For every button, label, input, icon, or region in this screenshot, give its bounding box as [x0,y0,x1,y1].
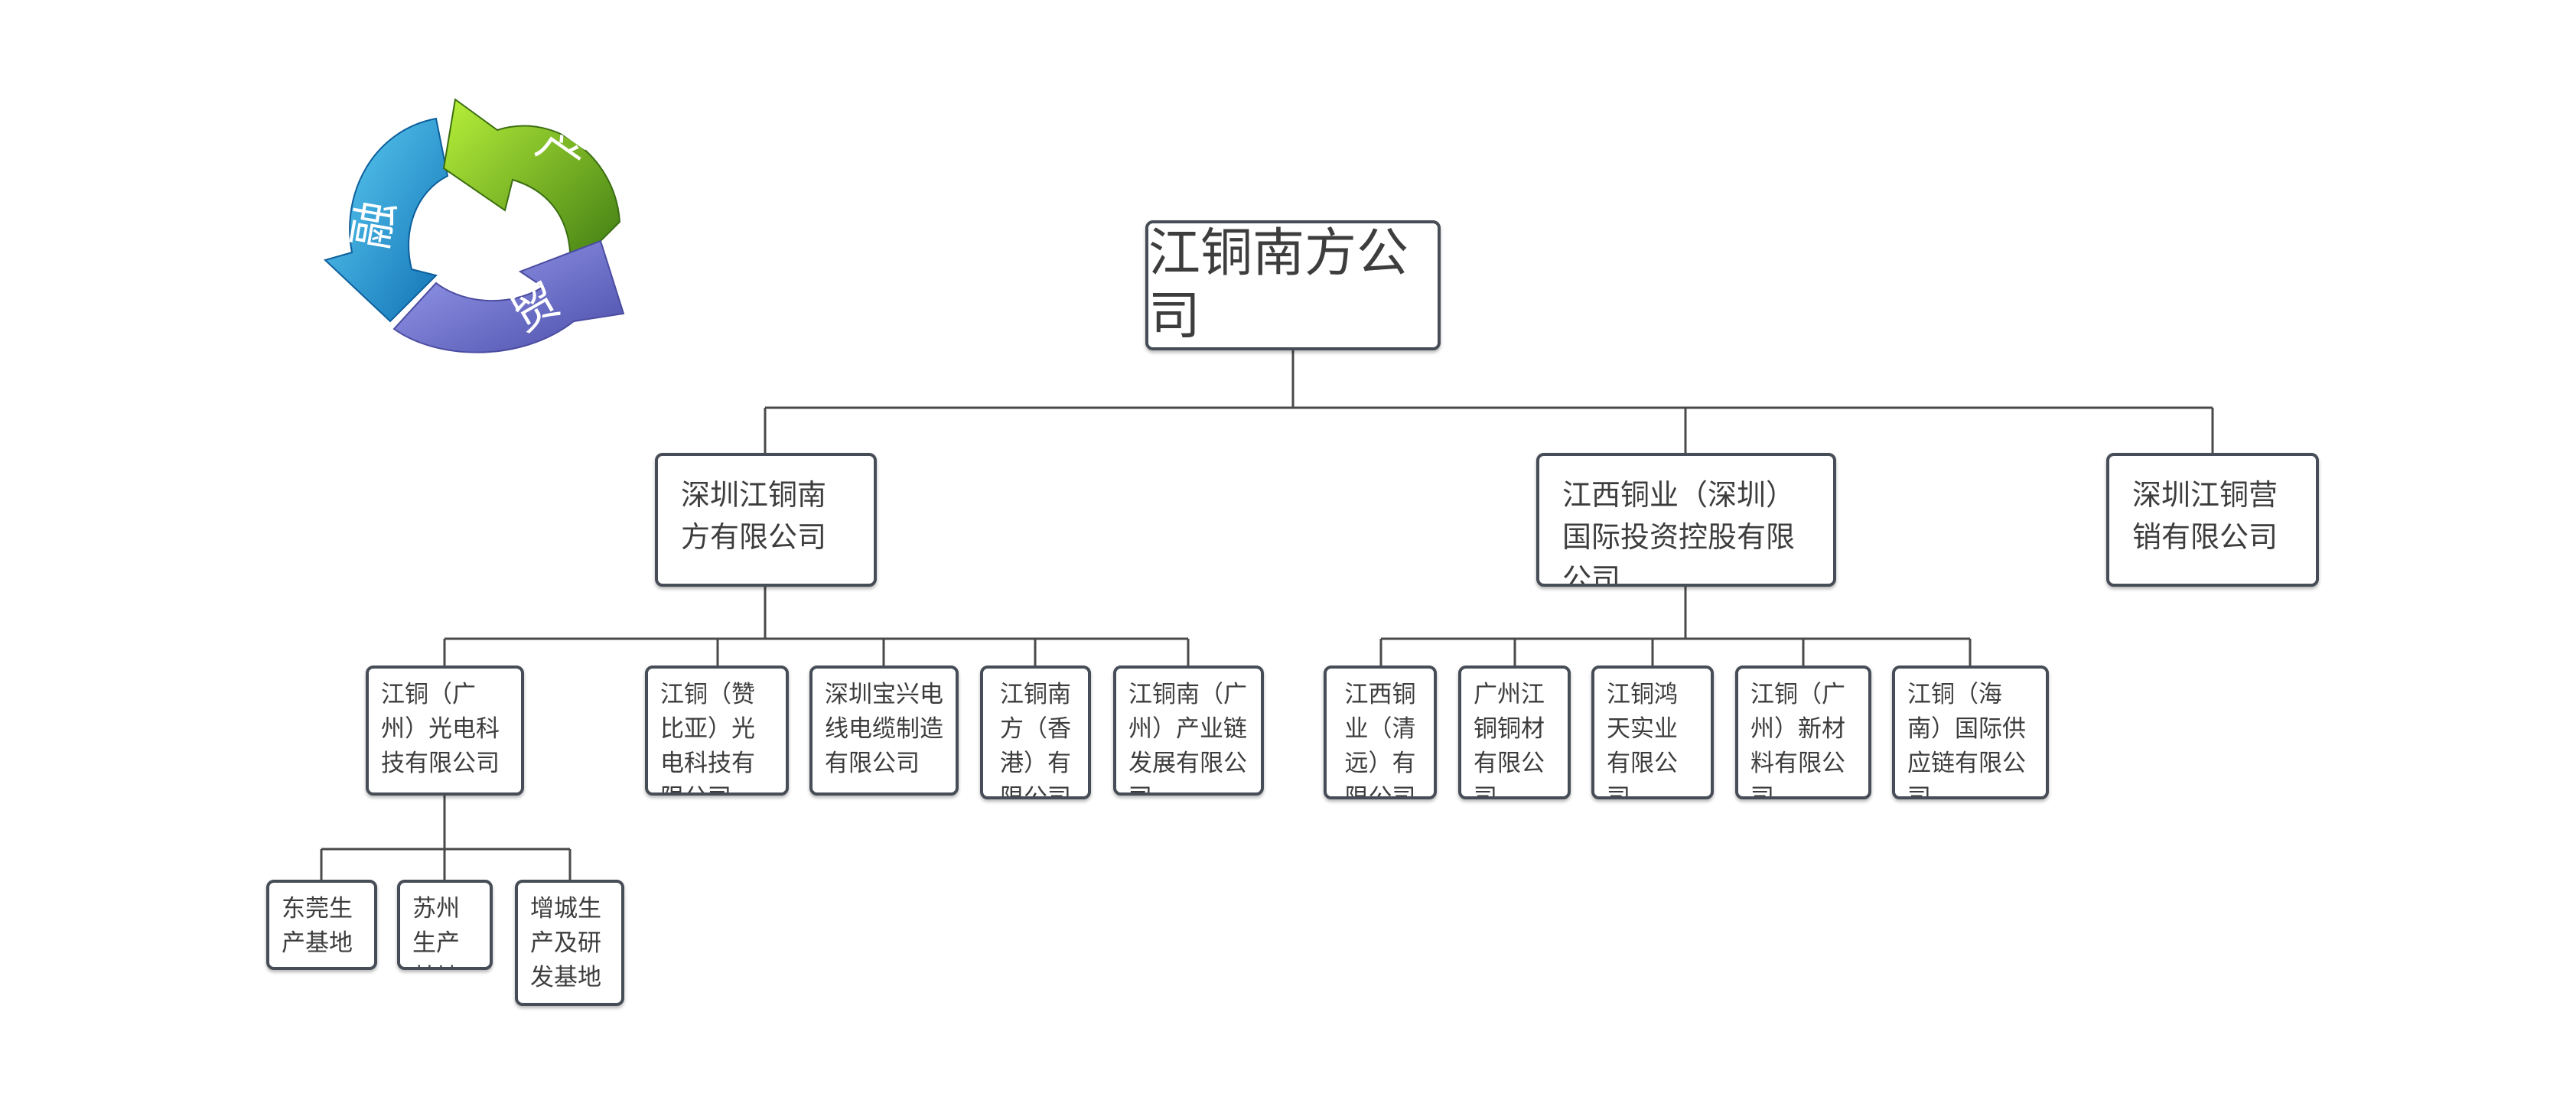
level3-node-dongguan: 东莞生产基地 [266,880,377,970]
level2-node-hongkong: 江铜南方（香港）有限公司 [980,666,1091,799]
blue-arrow-icon [324,117,449,323]
level2-node-hainan-supply-chain: 江铜（海南）国际供应链有限公司 [1892,666,2049,799]
level2-label: 江铜（赞比亚）光电科技有限公司 [660,681,755,792]
level2-node-hongtian: 江铜鸿天实业有限公司 [1591,666,1714,799]
green-arrow-icon [442,98,621,274]
level2-label: 广州江铜铜材有限公司 [1474,681,1545,799]
level3-label: 东莞生产基地 [282,895,353,957]
level1-label: 深圳江铜营销有限公司 [2132,478,2278,555]
level1-node-marketing: 深圳江铜营销有限公司 [2106,453,2319,587]
level2-label: 深圳宝兴电线电缆制造有限公司 [825,681,943,777]
level2-node-guangzhou-copper: 广州江铜铜材有限公司 [1458,666,1571,799]
level1-node-shenzhen-nanfang: 深圳江铜南方有限公司 [655,453,877,587]
level3-node-zengcheng: 增城生产及研发基地 [515,880,624,1006]
level2-label: 江铜鸿天实业有限公司 [1607,681,1678,799]
level2-label: 江铜（广州）光电科技有限公司 [381,681,500,777]
root-node: 江铜南方公司 [1145,220,1441,350]
logo-glyph-rong: 融 [342,197,405,253]
level1-label: 深圳江铜南方有限公司 [681,478,827,555]
level1-node-intl-investment: 江西铜业（深圳）国际投资控股有限公司 [1536,453,1836,587]
root-label: 江铜南方公司 [1148,223,1409,347]
level2-label: 江铜南（广州）产业链发展有限公司 [1128,681,1247,792]
level2-node-qingyuan: 江西铜业（清远）有限公司 [1324,666,1437,799]
level2-node-zambia-optoelectronic: 江铜（赞比亚）光电科技有限公司 [645,666,789,796]
cycle-logo: 融 产 贸 [324,98,625,353]
level3-label: 苏州生产基地 [412,895,460,967]
level3-node-suzhou: 苏州生产基地 [397,880,493,970]
purple-arrow-icon [392,239,625,353]
level2-label: 江西铜业（清远）有限公司 [1344,681,1416,799]
level2-node-industry-chain: 江铜南（广州）产业链发展有限公司 [1113,666,1264,796]
level2-label: 江铜南方（香港）有限公司 [1000,681,1071,799]
level1-label: 江西铜业（深圳）国际投资控股有限公司 [1562,478,1796,587]
level2-node-new-materials: 江铜（广州）新材料有限公司 [1735,666,1871,799]
level3-label: 增城生产及研发基地 [530,895,601,991]
level2-node-guangzhou-optoelectronic: 江铜（广州）光电科技有限公司 [366,666,524,796]
level2-node-baoxing-cable: 深圳宝兴电线电缆制造有限公司 [809,666,959,796]
level2-label: 江铜（广州）新材料有限公司 [1750,681,1845,799]
level2-label: 江铜（海南）国际供应链有限公司 [1907,681,2026,799]
